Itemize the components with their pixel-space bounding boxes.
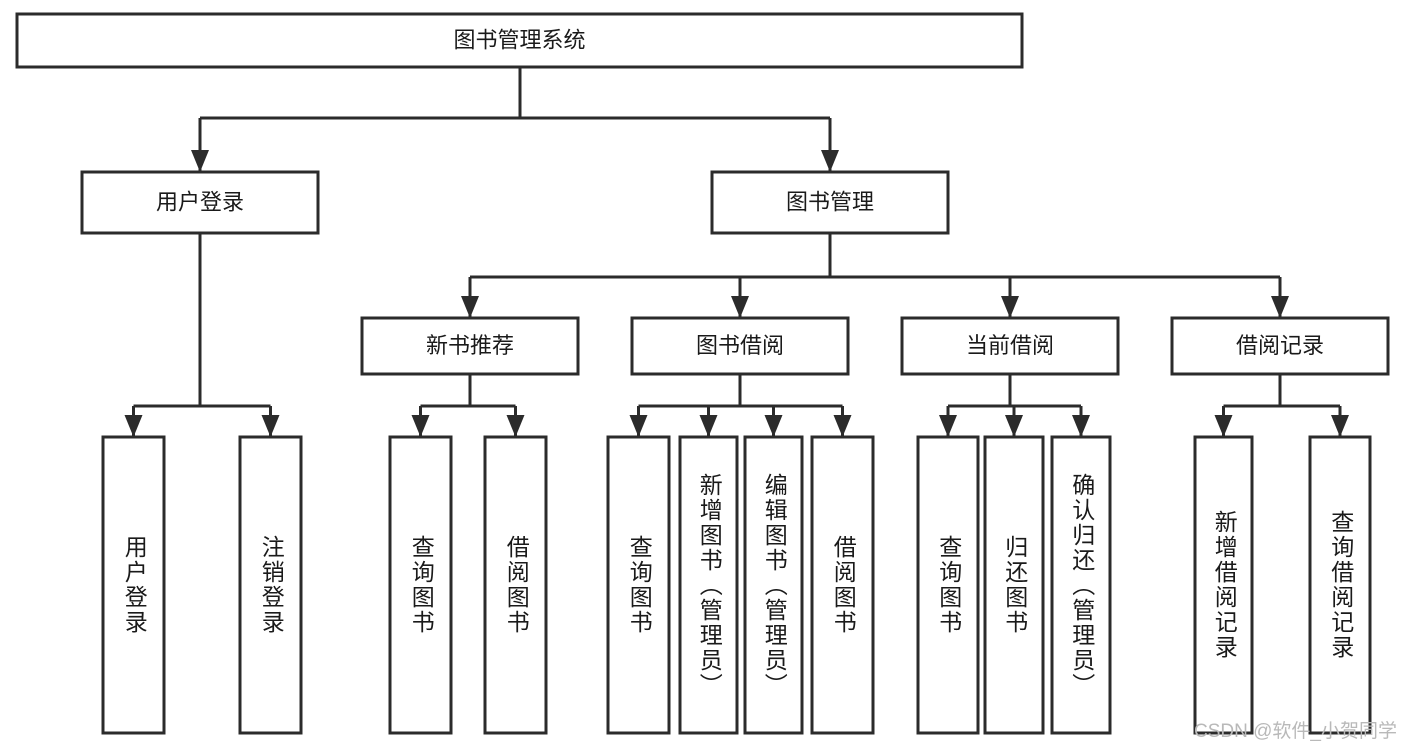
arrow-head-icon [261, 415, 280, 437]
node-box-leaf-confirm-return-admin[interactable] [1050, 435, 1112, 735]
node-box-leaf-query-book-borrow[interactable] [606, 435, 671, 735]
node-box-leaf-query-book-rec[interactable] [388, 435, 453, 735]
node-label-user-login: 用户登录 [156, 189, 244, 214]
node-label-borrow-record: 借阅记录 [1236, 333, 1324, 358]
node-label-new-book-recommend: 新书推荐 [426, 333, 514, 358]
boxes-layer [15, 12, 1390, 735]
node-label-root: 图书管理系统 [453, 27, 585, 52]
node-box-new-book-recommend[interactable] [360, 316, 580, 376]
arrow-head-icon [1072, 415, 1090, 437]
node-box-leaf-add-borrow-record[interactable] [1193, 435, 1254, 735]
arrow-head-icon [124, 415, 143, 437]
arrow-head-icon [461, 296, 479, 318]
node-box-root[interactable] [15, 12, 1024, 69]
node-label-book-borrow: 图书借阅 [696, 333, 784, 358]
arrow-head-icon [764, 415, 783, 437]
arrow-head-icon [939, 415, 957, 437]
arrow-head-icon [411, 415, 430, 437]
node-box-book-manage[interactable] [710, 170, 950, 235]
node-box-borrow-record[interactable] [1170, 316, 1390, 376]
node-label-current-borrow: 当前借阅 [966, 333, 1054, 358]
node-box-leaf-edit-book-admin[interactable] [743, 435, 804, 735]
node-box-user-login[interactable] [80, 170, 320, 235]
csdn-watermark: CSDN @软件_小贺同学 [1194, 721, 1397, 742]
arrow-head-icon [731, 296, 749, 318]
node-box-leaf-borrow-book[interactable] [810, 435, 875, 735]
node-box-leaf-return-book[interactable] [983, 435, 1045, 735]
arrow-head-icon [699, 415, 718, 437]
arrow-head-icon [1001, 296, 1019, 318]
connectors-layer [124, 67, 1349, 437]
node-box-leaf-user-login[interactable] [101, 435, 166, 735]
arrow-head-icon [1005, 415, 1023, 437]
arrow-head-icon [191, 150, 209, 172]
node-box-leaf-query-book-current[interactable] [916, 435, 980, 735]
arrow-head-icon [821, 150, 839, 172]
node-box-leaf-add-book-admin[interactable] [678, 435, 739, 735]
arrow-head-icon [833, 415, 852, 437]
node-box-book-borrow[interactable] [630, 316, 850, 376]
node-box-leaf-logout-login[interactable] [238, 435, 303, 735]
arrow-head-icon [506, 415, 525, 437]
arrow-head-icon [629, 415, 648, 437]
arrow-head-icon [1271, 296, 1289, 318]
node-box-current-borrow[interactable] [900, 316, 1120, 376]
node-box-leaf-query-borrow-record[interactable] [1308, 435, 1372, 735]
arrow-head-icon [1214, 415, 1233, 437]
arrow-head-icon [1331, 415, 1349, 437]
node-label-book-manage: 图书管理 [786, 189, 874, 214]
node-box-leaf-borrow-book-rec[interactable] [483, 435, 548, 735]
